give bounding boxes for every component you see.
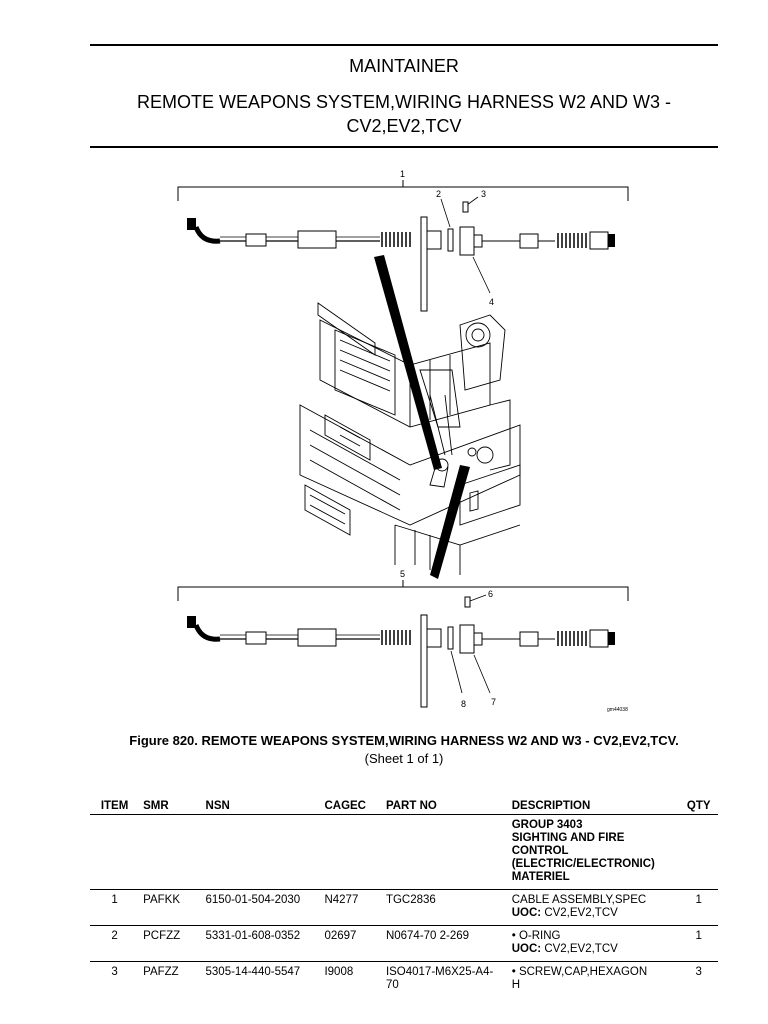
callout-1: 1: [400, 169, 405, 179]
description: • SCREW,CAP,HEXAGON H: [507, 961, 680, 997]
nsn: 5331-01-608-0352: [201, 925, 321, 962]
item-number: 1: [90, 889, 140, 926]
table-row: 1 PAFKK 6150-01-504-2030 N4277 TGC2836 C…: [90, 889, 718, 926]
drawing-id: gm44038: [607, 707, 628, 713]
col-item: ITEM: [90, 797, 140, 815]
callout-5: 5: [400, 569, 405, 579]
top-rule: [90, 44, 718, 46]
figure-caption: Figure 820. REMOTE WEAPONS SYSTEM,WIRING…: [129, 733, 679, 748]
part-number: TGC2836: [381, 889, 508, 926]
nsn: 5305-14-440-5547: [201, 961, 321, 997]
nsn: 6150-01-504-2030: [201, 889, 321, 926]
part-number: N0674-70 2-269: [381, 925, 508, 962]
item-number: 3: [90, 961, 140, 997]
col-cagec: CAGEC: [320, 797, 382, 815]
quantity: 1: [679, 889, 718, 926]
col-smr: SMR: [139, 797, 202, 815]
callout-4: 4: [489, 297, 494, 307]
table-row: 2 PCFZZ 5331-01-608-0352 02697 N0674-70 …: [90, 925, 718, 962]
table-row: 3 PAFZZ 5305-14-440-5547 I9008 ISO4017-M…: [90, 961, 718, 997]
description: • O-RING UOC: CV2,EV2,TCV: [507, 925, 680, 962]
table-header-row: ITEM SMR NSN CAGEC PART NO DESCRIPTION Q…: [90, 797, 718, 815]
wiring-harness-illustration: 1 2 3: [177, 169, 629, 713]
uoc-label: UOC:: [511, 907, 542, 919]
col-part-no: PART NO: [381, 797, 508, 815]
smr-code: PAFZZ: [139, 961, 202, 997]
col-nsn: NSN: [201, 797, 321, 815]
quantity: 1: [679, 925, 718, 962]
category-heading: MAINTAINER: [349, 56, 459, 76]
group-row: GROUP 3403 SIGHTING AND FIRE CONTROL (EL…: [90, 815, 718, 890]
callout-8: 8: [461, 699, 466, 709]
group-heading: GROUP 3403 SIGHTING AND FIRE CONTROL (EL…: [511, 819, 655, 883]
part-number: ISO4017-M6X25-A4-70: [381, 961, 508, 997]
callout-3: 3: [481, 189, 486, 199]
description: CABLE ASSEMBLY,SPEC UOC: CV2,EV2,TCV: [507, 889, 680, 926]
quantity: 3: [679, 961, 718, 997]
parts-list-table: ITEM SMR NSN CAGEC PART NO DESCRIPTION Q…: [90, 797, 718, 997]
title-rule: [90, 146, 718, 148]
cagec: 02697: [320, 925, 382, 962]
exploded-view-figure: 1 2 3: [160, 165, 640, 720]
item-number: 2: [90, 925, 140, 962]
uoc-value: CV2,EV2,TCV: [544, 943, 618, 955]
page-title: REMOTE WEAPONS SYSTEM,WIRING HARNESS W2 …: [136, 92, 672, 136]
cagec: N4277: [320, 889, 382, 926]
sheet-indicator: (Sheet 1 of 1): [364, 751, 444, 766]
cagec: I9008: [320, 961, 382, 997]
uoc-label: UOC:: [511, 943, 542, 955]
smr-code: PAFKK: [139, 889, 202, 926]
col-description: DESCRIPTION: [507, 797, 680, 815]
callout-7: 7: [491, 697, 496, 707]
callout-6: 6: [488, 589, 493, 599]
callout-2: 2: [436, 189, 441, 199]
uoc-value: CV2,EV2,TCV: [544, 907, 618, 919]
smr-code: PCFZZ: [139, 925, 202, 962]
col-qty: QTY: [679, 797, 718, 815]
